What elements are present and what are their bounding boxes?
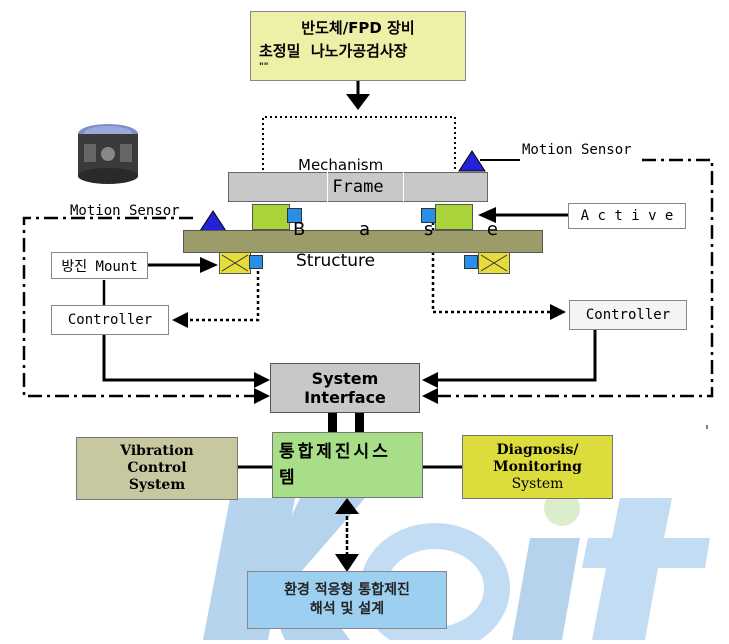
equipment-line3: "" [259,62,269,72]
active-box: A c t i v e [568,203,686,229]
mount-box: 방진 Mount [51,252,148,279]
diagnosis-line2: Monitoring [493,458,582,475]
motion-sensor-right-icon [458,150,486,176]
vibration-line1: Vibration [120,443,194,459]
equipment-box: 반도체/FPD 장비 초정밀 나노가공검사장 "" [250,11,466,81]
diagnosis-line1: Diagnosis/ [496,441,579,458]
environment-line1: 환경 적응형 통합제진 [284,582,410,598]
mount-label: 방진 Mount [61,258,138,275]
system-interface-line1: System [311,369,379,388]
controller-left-label: Controller [67,312,153,328]
controller-left-box: Controller [51,305,169,335]
motion-sensor-left-label: Motion Sensor [70,203,180,219]
base-label: B a s e [293,219,522,240]
controller-right-label: Controller [585,307,671,323]
frame-bar: Frame [228,172,488,202]
equipment-line2: 초정밀 나노가공검사장 [259,42,408,60]
mechanism-label: Mechanism [298,156,384,170]
active-label: A c t i v e [580,208,674,224]
integrated-line2: 템 [279,468,295,488]
structure-label: Structure [296,251,376,271]
system-interface-box: System Interface [270,363,420,413]
controller-right-box: Controller [569,300,687,330]
vibration-line3: System [128,477,186,493]
frame-label: Frame [332,177,384,197]
mount-right [478,252,510,274]
mount-left [219,252,251,274]
environment-design-box: 환경 적응형 통합제진 해석 및 설계 [247,571,447,629]
diagnosis-monitoring-box: Diagnosis/ Monitoring System [462,435,613,499]
motion-sensor-right-label: Motion Sensor [520,142,634,158]
vibration-line2: Control [127,460,187,476]
actuator-left [252,204,290,230]
environment-line2: 해석 및 설계 [309,601,385,617]
integrated-system-box: 통합제진시스 템 [272,432,423,498]
vibration-control-box: Vibration Control System [76,437,238,500]
system-interface-line2: Interface [304,388,386,407]
equipment-line1: 반도체/FPD 장비 [301,19,415,37]
base-structure-bar [183,230,543,253]
vibration-isolator-image [70,118,146,192]
diagnosis-line3: System [511,475,564,492]
integrated-line1: 통합제진시스 [279,442,391,462]
